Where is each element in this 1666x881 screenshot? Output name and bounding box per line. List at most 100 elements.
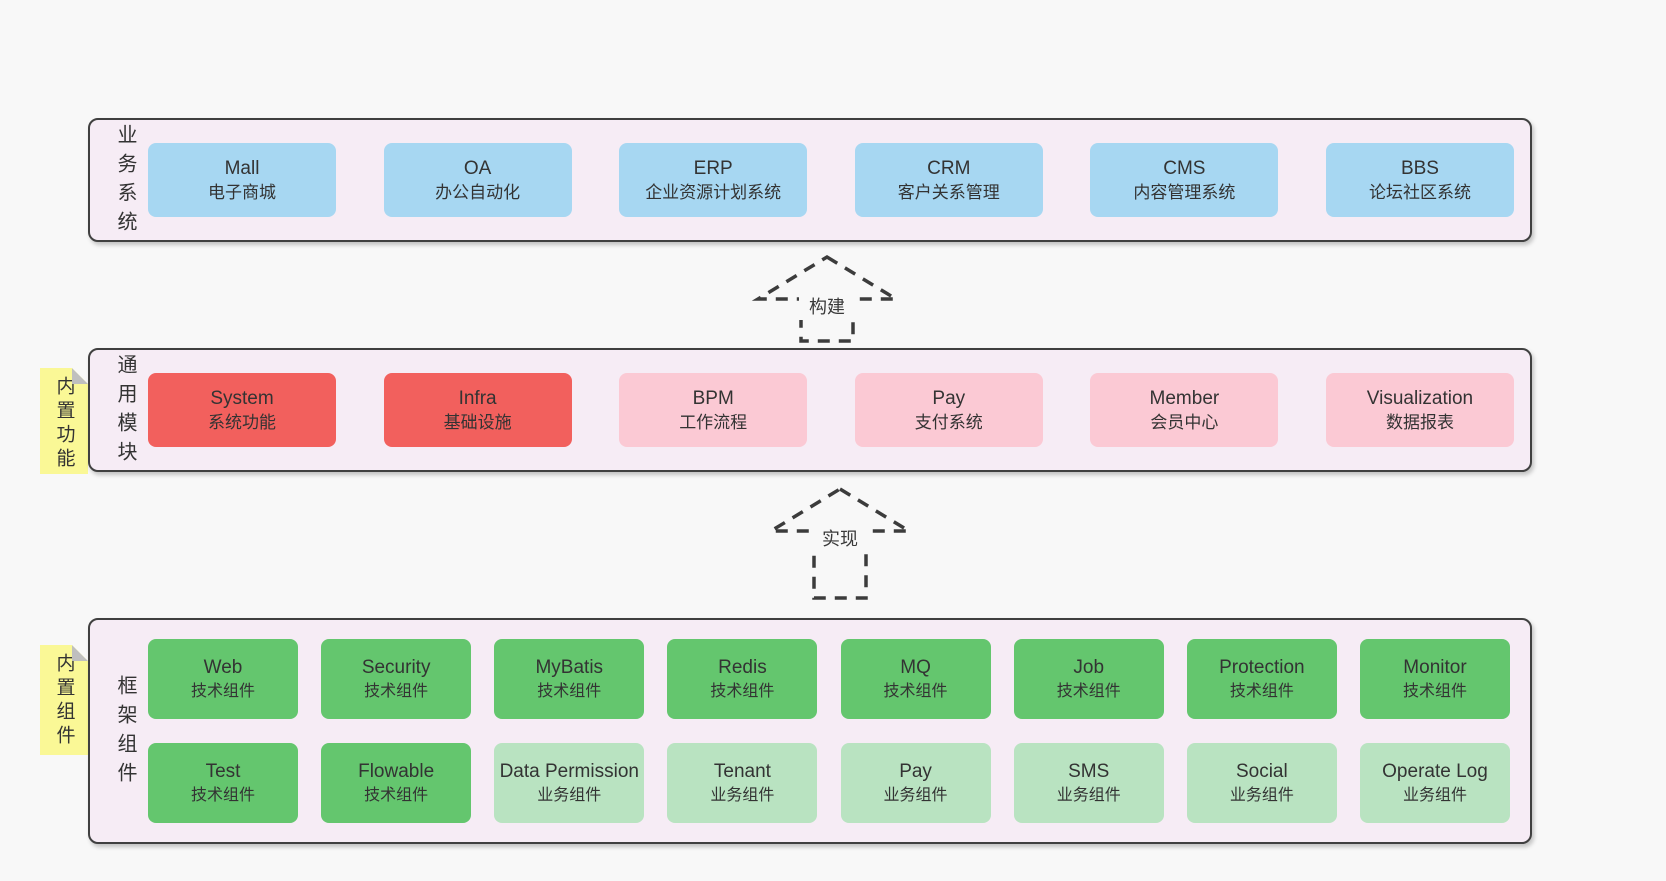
box-title: CMS [1163, 157, 1206, 179]
box-title: Redis [718, 656, 767, 678]
layer-common-modules: 通用模块 System 系统功能 Infra 基础设施 BPM 工作流程 Pay… [88, 348, 1532, 472]
box-subtitle: 技术组件 [1229, 682, 1294, 700]
box-oa: OA 办公自动化 [383, 143, 572, 217]
box-title: Pay [932, 387, 966, 409]
box-subtitle: 业务组件 [710, 786, 775, 804]
box-tenant: Tenant 业务组件 [667, 743, 818, 823]
box-subtitle: 技术组件 [190, 682, 255, 700]
box-title: OA [463, 157, 492, 179]
layer-label-business-systems: 业务系统 [114, 124, 136, 240]
box-bpm: BPM 工作流程 [619, 373, 808, 447]
component-rows: Web 技术组件 Security 技术组件 MyBatis 技术组件 Redi… [140, 639, 1530, 823]
box-title: Web [203, 656, 243, 678]
box-subtitle: 技术组件 [364, 786, 429, 804]
build-arrow-icon: 构建 [751, 254, 903, 343]
sticky-note-text: 内置功能 [53, 376, 75, 472]
box-title: Job [1073, 656, 1105, 678]
box-title: Infra [458, 387, 497, 409]
box-title: Flowable [358, 760, 435, 782]
box-title: Social [1235, 760, 1288, 782]
component-row-business: Test 技术组件 Flowable 技术组件 Data Permission … [148, 743, 1510, 823]
box-title: Monitor [1403, 656, 1467, 678]
box-mall: Mall 电子商城 [148, 143, 336, 217]
layer-label-framework-components: 框架组件 [114, 675, 136, 791]
box-subtitle: 技术组件 [190, 786, 255, 804]
box-title: SMS [1068, 760, 1110, 782]
box-social: Social 业务组件 [1186, 743, 1337, 823]
box-protection: Protection 技术组件 [1186, 639, 1337, 719]
layer-framework-components: 框架组件 Web 技术组件 Security 技术组件 MyBatis 技术组件… [88, 618, 1532, 844]
module-boxes-row: System 系统功能 Infra 基础设施 BPM 工作流程 Pay 支付系统… [140, 373, 1530, 447]
box-flowable: Flowable 技术组件 [321, 743, 472, 823]
implement-arrow-icon: 实现 [764, 486, 916, 600]
box-subtitle: 客户关系管理 [897, 182, 1000, 202]
layer-business-systems: 业务系统 Mall 电子商城 OA 办公自动化 ERP 企业资源计划系统 CRM… [88, 118, 1532, 242]
box-redis: Redis 技术组件 [667, 639, 818, 719]
box-title: Security [361, 656, 431, 678]
box-cms: CMS 内容管理系统 [1090, 143, 1279, 217]
box-title: Tenant [713, 760, 771, 782]
box-erp: ERP 企业资源计划系统 [619, 143, 808, 217]
box-subtitle: 业务组件 [1229, 786, 1294, 804]
arrow-label: 构建 [809, 297, 845, 317]
box-pay-module: Pay 支付系统 [854, 373, 1043, 447]
box-subtitle: 技术组件 [1056, 682, 1121, 700]
box-member: Member 会员中心 [1090, 373, 1279, 447]
box-title: MQ [900, 656, 931, 678]
box-monitor: Monitor 技术组件 [1359, 639, 1510, 719]
box-title: Pay [899, 760, 932, 782]
box-subtitle: 会员中心 [1150, 412, 1219, 432]
box-mq: MQ 技术组件 [840, 639, 991, 719]
box-title: ERP [693, 157, 733, 179]
box-title: Mall [224, 157, 260, 179]
box-title: Member [1149, 387, 1220, 409]
box-subtitle: 业务组件 [537, 786, 602, 804]
sticky-fold-corner [72, 645, 88, 661]
sticky-fold-corner [72, 368, 88, 384]
box-title: CRM [927, 157, 971, 179]
box-data-permission: Data Permission 业务组件 [494, 743, 645, 823]
box-subtitle: 工作流程 [679, 412, 748, 432]
sticky-note-text: 内置组件 [53, 653, 75, 749]
box-subtitle: 业务组件 [1402, 786, 1467, 804]
box-system: System 系统功能 [148, 373, 336, 447]
box-subtitle: 业务组件 [883, 786, 948, 804]
box-sms: SMS 业务组件 [1013, 743, 1164, 823]
box-title: Test [205, 760, 241, 782]
box-subtitle: 技术组件 [537, 682, 602, 700]
box-subtitle: 系统功能 [208, 412, 276, 432]
box-infra: Infra 基础设施 [383, 373, 572, 447]
box-visualization: Visualization 数据报表 [1325, 373, 1514, 447]
box-subtitle: 支付系统 [914, 412, 983, 432]
business-boxes-row: Mall 电子商城 OA 办公自动化 ERP 企业资源计划系统 CRM 客户关系… [140, 143, 1530, 217]
box-subtitle: 技术组件 [710, 682, 775, 700]
box-web: Web 技术组件 [148, 639, 298, 719]
box-subtitle: 技术组件 [883, 682, 948, 700]
box-mybatis: MyBatis 技术组件 [494, 639, 645, 719]
box-crm: CRM 客户关系管理 [854, 143, 1043, 217]
sticky-note-built-in-components: 内置组件 [40, 645, 88, 755]
box-title: MyBatis [535, 656, 604, 678]
arrow-label: 实现 [822, 529, 858, 549]
component-row-technical: Web 技术组件 Security 技术组件 MyBatis 技术组件 Redi… [148, 639, 1510, 719]
box-job: Job 技术组件 [1013, 639, 1164, 719]
box-title: Operate Log [1382, 760, 1488, 782]
box-subtitle: 基础设施 [443, 412, 512, 432]
box-title: Data Permission [499, 760, 639, 782]
box-pay-component: Pay 业务组件 [840, 743, 991, 823]
sticky-note-built-in-features: 内置功能 [40, 368, 88, 474]
box-subtitle: 技术组件 [364, 682, 429, 700]
box-subtitle: 内容管理系统 [1133, 182, 1236, 202]
box-security: Security 技术组件 [321, 639, 472, 719]
box-subtitle: 技术组件 [1402, 682, 1467, 700]
box-title: System [210, 387, 274, 409]
arrow-up-outline [764, 486, 916, 600]
box-subtitle: 电子商城 [208, 182, 276, 202]
box-subtitle: 业务组件 [1056, 786, 1121, 804]
arrow-up-outline [751, 254, 903, 343]
layer-label-common-modules: 通用模块 [114, 354, 136, 470]
box-subtitle: 数据报表 [1385, 412, 1454, 432]
box-test: Test 技术组件 [148, 743, 298, 823]
box-subtitle: 企业资源计划系统 [645, 182, 782, 202]
box-operate-log: Operate Log 业务组件 [1359, 743, 1510, 823]
